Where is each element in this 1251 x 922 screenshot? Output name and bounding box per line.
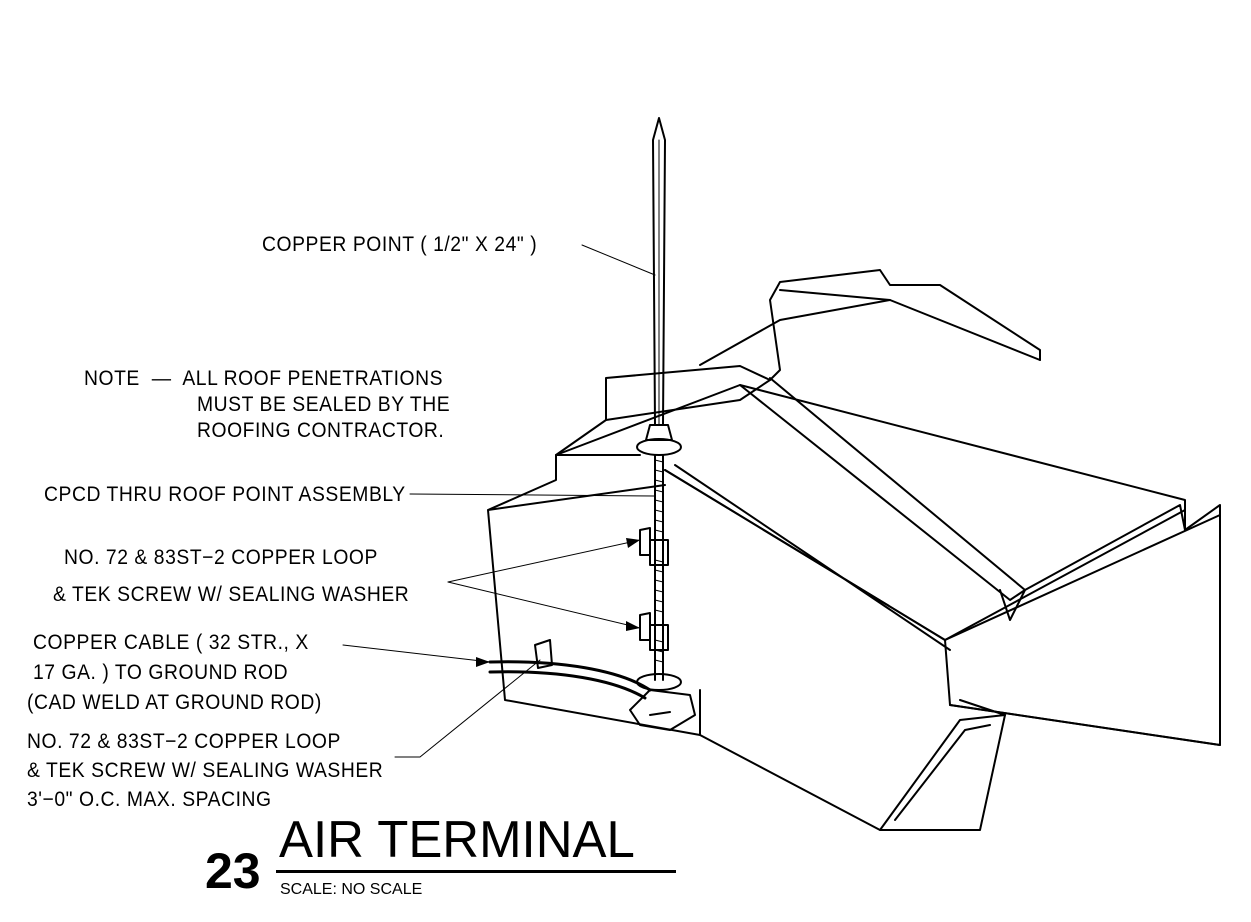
roof-panel-seam-2 xyxy=(944,509,1186,641)
callout-cable-2: 17 GA. ) TO GROUND ROD xyxy=(33,661,289,684)
callout-loop-lower-1: NO. 72 & 83ST−2 COPPER LOOP xyxy=(27,730,341,753)
arrow-cable xyxy=(476,657,490,667)
roof-panel-seam xyxy=(739,377,1026,601)
roof-back-edge xyxy=(699,299,891,366)
roof-ridge xyxy=(555,269,1041,456)
leader-copper-point xyxy=(581,244,656,276)
callout-cable-1: COPPER CABLE ( 32 STR., X xyxy=(33,631,309,654)
leader-loop-lower xyxy=(394,659,541,758)
roof-panel-edge xyxy=(944,514,1221,746)
roof-panel-fold xyxy=(999,504,1186,621)
callout-loop-lower-2: & TEK SCREW W/ SEALING WASHER xyxy=(27,759,384,782)
detail-scale: SCALE: NO SCALE xyxy=(280,881,423,898)
copper-point-rod xyxy=(652,117,666,426)
cable-clip xyxy=(534,639,553,669)
detail-title: AIR TERMINAL xyxy=(279,811,635,869)
gutter xyxy=(879,714,1006,831)
leader-loop-1 xyxy=(447,539,641,583)
thread-marks xyxy=(654,459,664,663)
roof-panel-top xyxy=(555,384,1221,746)
arrow-loop-2 xyxy=(626,621,640,631)
callout-loop-upper-1: NO. 72 & 83ST−2 COPPER LOOP xyxy=(64,546,378,569)
callout-loop-lower-3: 3'−0" O.C. MAX. SPACING xyxy=(27,788,272,811)
leader-cable xyxy=(342,644,491,663)
note-line-1: NOTE — ALL ROOF PENETRATIONS xyxy=(84,367,444,390)
leader-assembly xyxy=(409,493,656,497)
callout-cable-3: (CAD WELD AT GROUND ROD) xyxy=(27,691,322,714)
callout-assembly: CPCD THRU ROOF POINT ASSEMBLY xyxy=(44,483,406,506)
detail-number: 23 xyxy=(205,843,261,899)
rod-nut xyxy=(645,424,673,441)
arrow-loop-1 xyxy=(626,538,640,548)
callout-loop-upper-2: & TEK SCREW W/ SEALING WASHER xyxy=(53,583,410,606)
callout-copper-point: COPPER POINT ( 1/2" X 24" ) xyxy=(262,233,538,256)
note-line-3: ROOFING CONTRACTOR. xyxy=(197,419,445,442)
roof-ridge-inner xyxy=(605,289,1041,421)
threaded-rod xyxy=(654,454,664,681)
note-line-2: MUST BE SEALED BY THE xyxy=(197,393,451,416)
loop-lower xyxy=(639,612,669,651)
roof-panel-lines xyxy=(664,464,951,651)
loop-upper xyxy=(639,527,669,566)
roof-deck-front xyxy=(699,699,1006,831)
copper-cable xyxy=(488,660,652,700)
title-underline xyxy=(276,870,676,873)
rod-washer xyxy=(636,438,682,456)
leader-loop-2 xyxy=(447,581,641,629)
